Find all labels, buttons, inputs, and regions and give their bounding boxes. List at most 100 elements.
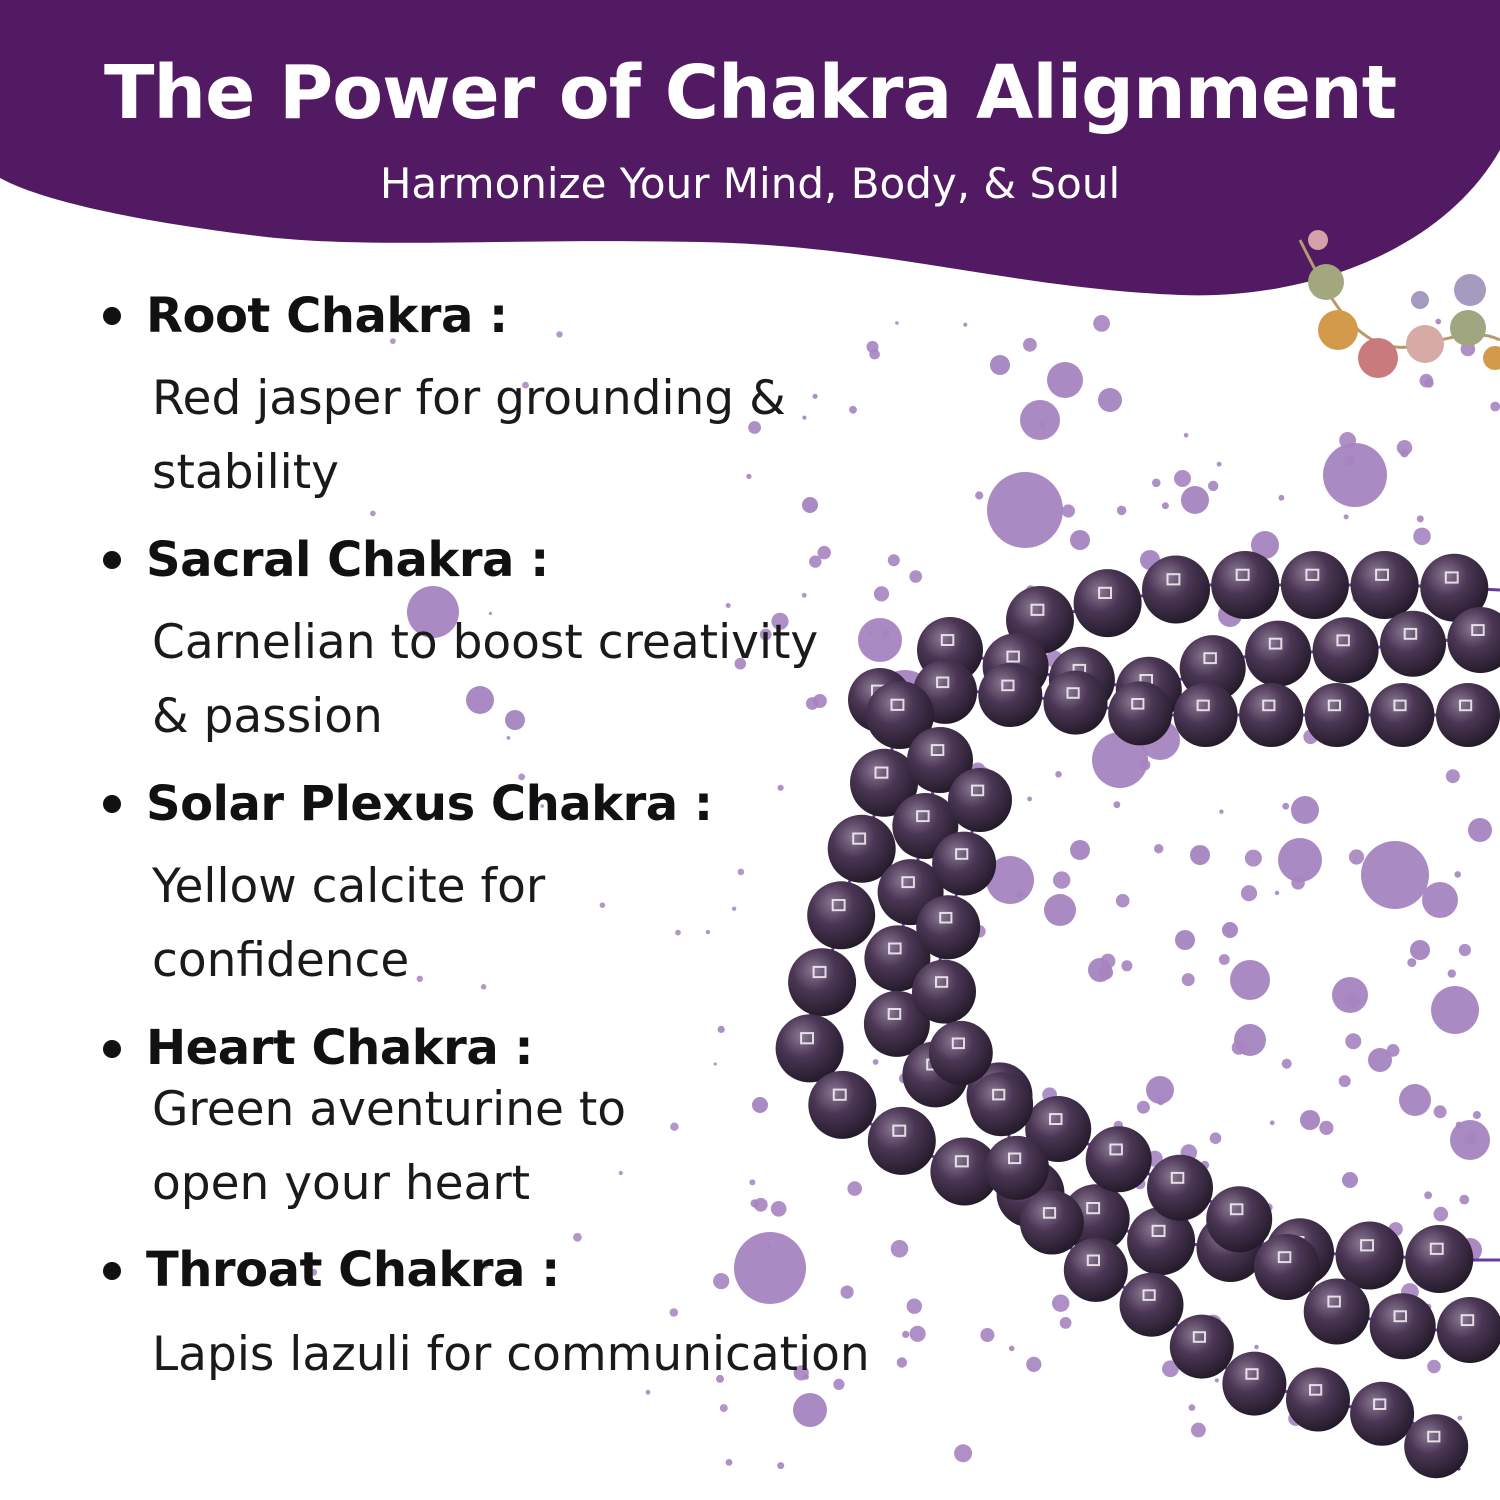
amethyst-bead <box>1245 620 1312 687</box>
splatter-dot <box>1154 844 1164 854</box>
splatter-blob <box>1047 362 1083 398</box>
splatter-dot <box>310 1268 318 1276</box>
splatter-dot <box>817 545 831 560</box>
bead-shine <box>1229 1203 1244 1216</box>
amethyst-bead-strands <box>775 551 1500 1479</box>
splatter-dot <box>1455 1121 1463 1129</box>
splatter-dot <box>1244 849 1262 867</box>
splatter-dot <box>540 804 544 808</box>
splatter-dot <box>1216 461 1222 467</box>
amethyst-bead <box>1019 1190 1084 1255</box>
amethyst-bead <box>1405 1225 1474 1293</box>
splatter-dot <box>1344 455 1356 467</box>
amethyst-bead <box>1043 670 1108 735</box>
splatter-dot <box>746 473 752 479</box>
splatter-dot <box>748 421 761 434</box>
amethyst-bead <box>978 663 1043 727</box>
amethyst-bead <box>808 1070 877 1139</box>
splatter-blob <box>1323 443 1387 507</box>
splatter-dot <box>1386 1044 1400 1057</box>
splatter-dot <box>1490 401 1500 412</box>
amethyst-bead <box>1222 1351 1287 1416</box>
chakra-bead <box>1358 338 1398 378</box>
splatter-dot <box>771 612 789 630</box>
splatter-dot <box>1052 1294 1070 1312</box>
chakra-heading: Solar Plexus Chakra : <box>146 776 713 832</box>
splatter-dot <box>954 1444 973 1463</box>
splatter-blob <box>1190 845 1210 865</box>
bead-shine <box>1235 568 1250 581</box>
splatter-dot <box>1339 432 1356 449</box>
bead-shine <box>832 1088 847 1101</box>
splatter-dot <box>416 555 422 562</box>
bead-shine <box>1336 634 1350 647</box>
splatter-dot <box>716 1374 724 1383</box>
splatter-blob <box>1020 400 1060 440</box>
bead-shine <box>1086 1254 1101 1267</box>
splatter-dot <box>1218 954 1230 965</box>
splatter-blob <box>1300 1110 1320 1130</box>
splatter-dot <box>882 630 890 638</box>
splatter-dot <box>480 1260 489 1269</box>
splatter-blob <box>1222 922 1238 938</box>
splatter-dot <box>1345 1033 1362 1050</box>
chakra-description: Green aventurine to open your heart <box>152 1073 626 1221</box>
splatter-dot <box>1183 433 1189 438</box>
splatter-dot <box>522 381 529 389</box>
splatter-dot <box>675 929 681 936</box>
amethyst-bead <box>1304 683 1369 747</box>
amethyst-bead <box>1025 1096 1092 1162</box>
chakra-bead <box>1483 346 1500 370</box>
splatter-blob <box>1278 838 1322 882</box>
bullet-icon <box>103 1262 121 1280</box>
chakra-bead <box>1450 310 1486 346</box>
splatter-dot <box>737 868 745 876</box>
amethyst-bead <box>928 1020 993 1085</box>
splatter-dot <box>1338 1075 1351 1088</box>
amethyst-bead <box>916 895 981 960</box>
splatter-dot <box>1027 796 1032 802</box>
bead-shine <box>812 965 827 979</box>
splatter-dot <box>833 1378 845 1390</box>
splatter-dot <box>713 1062 717 1066</box>
splatter-dot <box>1191 1422 1206 1438</box>
bead-shine <box>892 1124 907 1137</box>
splatter-blob <box>1181 486 1209 514</box>
splatter-blob <box>1044 894 1076 926</box>
splatter-blob <box>1399 1084 1431 1116</box>
splatter-dot <box>1231 1040 1246 1055</box>
chakra-heading: Throat Chakra : <box>146 1242 560 1298</box>
description-line: & passion <box>152 689 383 744</box>
splatter-dot <box>975 491 984 500</box>
amethyst-bead <box>867 1106 936 1175</box>
splatter-dot <box>599 902 606 908</box>
bead-shine <box>971 784 985 797</box>
chakra-bead <box>1308 264 1344 300</box>
bead-shine <box>1098 586 1112 599</box>
splatter-blob <box>1230 960 1270 1000</box>
bullet-icon <box>103 1040 121 1058</box>
splatter-dot <box>1454 871 1461 878</box>
amethyst-bead <box>1436 1297 1500 1363</box>
splatter-dot <box>734 657 747 670</box>
bead-shine <box>1030 603 1045 616</box>
amethyst-bead <box>1280 551 1349 619</box>
chakra-description: Red jasper for grounding & stability <box>152 362 786 510</box>
bead-shine <box>1373 1398 1387 1411</box>
splatter-dot <box>1093 315 1110 332</box>
amethyst-bead <box>827 814 896 883</box>
splatter-dot <box>750 1199 759 1208</box>
splatter-dot <box>1208 480 1219 492</box>
bullet-icon <box>103 551 121 569</box>
page-title: The Power of Chakra Alignment <box>103 50 1397 136</box>
splatter-dot <box>963 322 968 327</box>
bead-shine <box>1008 1152 1022 1165</box>
splatter-blob <box>1342 1172 1358 1188</box>
splatter-dot <box>518 773 526 781</box>
splatter-blob <box>1175 930 1195 950</box>
bead-shine <box>1393 699 1407 712</box>
bead-shine <box>1203 652 1217 665</box>
splatter-dot <box>1026 1356 1042 1372</box>
splatter-dot <box>1139 759 1151 771</box>
